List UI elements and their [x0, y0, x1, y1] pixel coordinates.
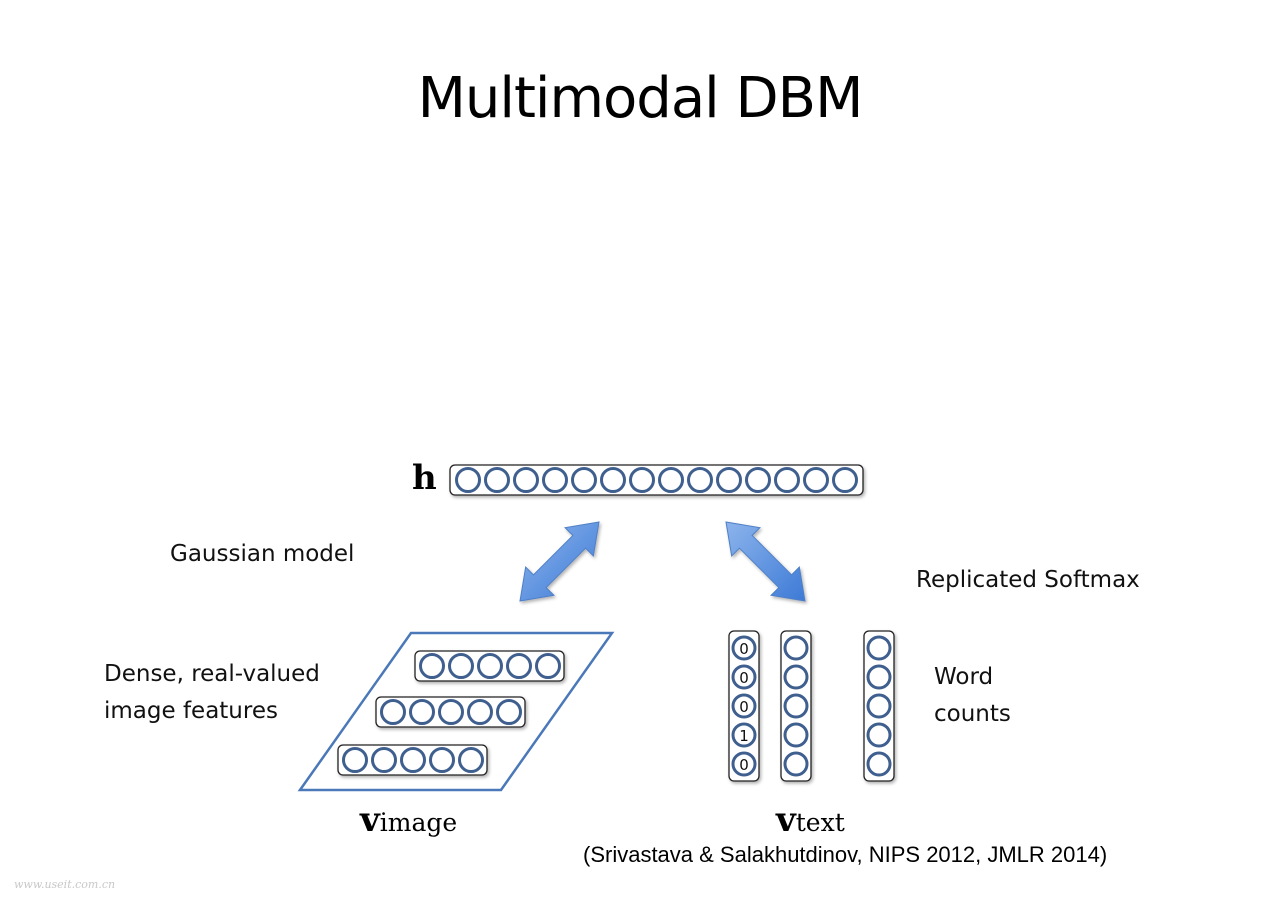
word-count-value: 0: [739, 640, 749, 658]
hidden-unit: [629, 467, 655, 493]
image-features-line1: Dense, real-valued: [104, 661, 320, 687]
image-unit: [438, 699, 464, 725]
word-count-value: 1: [739, 727, 749, 745]
hidden-unit: [716, 467, 742, 493]
text-layer-symbol: vtext: [776, 800, 845, 840]
text-pathway: 0 0 0 1 0: [728, 630, 895, 782]
text-unit: [731, 693, 757, 719]
image-symbol-subscript: image: [379, 808, 458, 837]
image-unit: [467, 699, 493, 725]
text-unit: [783, 664, 809, 690]
text-unit: [731, 635, 757, 661]
word-count-value: 0: [739, 698, 749, 716]
hidden-layer: [449, 464, 864, 496]
hidden-symbol-text: h: [412, 458, 437, 498]
text-unit: [866, 751, 892, 777]
right-bidirectional-arrow: [725, 521, 806, 602]
hidden-unit: [687, 467, 713, 493]
hidden-unit: [774, 467, 800, 493]
hidden-unit: [658, 467, 684, 493]
image-layer-symbol: vimage: [360, 800, 457, 840]
image-unit: [400, 747, 426, 773]
image-unit: [496, 699, 522, 725]
hidden-unit: [571, 467, 597, 493]
image-features-label: Dense, real-valued image features: [104, 656, 320, 730]
image-unit: [506, 653, 532, 679]
replicated-softmax-label: Replicated Softmax: [916, 567, 1140, 593]
image-unit: [535, 653, 561, 679]
hidden-layer-box: [449, 464, 864, 496]
image-unit: [371, 747, 397, 773]
gaussian-model-label: Gaussian model: [170, 541, 355, 567]
text-unit: [783, 635, 809, 661]
watermark: www.useit.com.cn: [14, 878, 116, 891]
text-unit: [866, 722, 892, 748]
image-symbol-text: v: [360, 800, 380, 840]
word-count-value: 0: [739, 756, 749, 774]
image-pathway: [297, 631, 615, 792]
word-counts-label: Word counts: [934, 659, 1011, 733]
text-unit: [783, 751, 809, 777]
image-features-line2: image features: [104, 698, 278, 724]
text-unit: [866, 635, 892, 661]
slide-title: Multimodal DBM: [417, 66, 864, 131]
image-unit: [448, 653, 474, 679]
image-unit: [429, 747, 455, 773]
word-counts-line2: counts: [934, 701, 1011, 727]
image-unit: [409, 699, 435, 725]
text-symbol-text: v: [776, 800, 796, 840]
text-unit: [866, 664, 892, 690]
hidden-layer-symbol: h: [412, 458, 437, 498]
text-symbol-subscript: text: [795, 808, 845, 837]
text-unit: [783, 693, 809, 719]
text-unit: [866, 693, 892, 719]
hidden-unit: [513, 467, 539, 493]
text-unit: [783, 722, 809, 748]
connection-arrows: [519, 521, 806, 602]
image-unit: [477, 653, 503, 679]
hidden-unit: [484, 467, 510, 493]
text-unit: [731, 664, 757, 690]
left-bidirectional-arrow: [519, 521, 600, 602]
hidden-unit: [542, 467, 568, 493]
hidden-unit: [745, 467, 771, 493]
image-unit: [419, 653, 445, 679]
word-counts-line1: Word: [934, 664, 994, 690]
hidden-unit: [832, 467, 858, 493]
citation: (Srivastava & Salakhutdinov, NIPS 2012, …: [583, 842, 1108, 867]
image-unit: [458, 747, 484, 773]
image-unit: [380, 699, 406, 725]
image-feature-plane: [297, 631, 615, 792]
hidden-unit: [803, 467, 829, 493]
image-unit: [342, 747, 368, 773]
text-unit: [731, 722, 757, 748]
hidden-unit: [455, 467, 481, 493]
hidden-unit: [600, 467, 626, 493]
text-unit: [731, 751, 757, 777]
word-count-value: 0: [739, 669, 749, 687]
